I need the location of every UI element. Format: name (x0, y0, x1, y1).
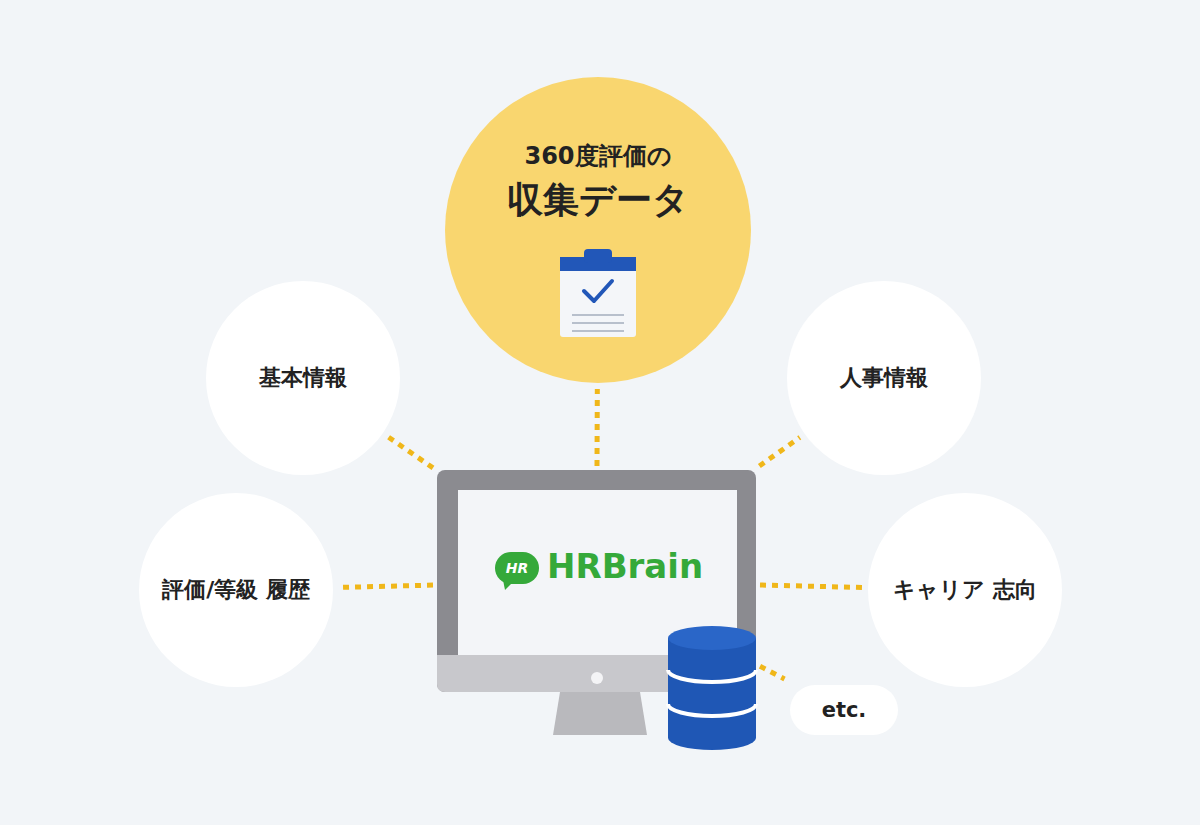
circle-label: 基本情報 (259, 362, 347, 394)
info-circle: 人事情報 (787, 281, 981, 475)
clipboard-icon (556, 245, 640, 341)
info-circle: 評価/等級 履歴 (139, 493, 333, 687)
dotted-connector (760, 585, 862, 587)
etc-label: etc. (822, 695, 867, 725)
dotted-connector (388, 437, 433, 468)
logo-mark: HR (506, 558, 529, 578)
info-circle: 基本情報 (206, 281, 400, 475)
info-circle: キャリア 志向 (868, 493, 1062, 687)
heading: 収集データ (507, 174, 689, 226)
dotted-connector (760, 666, 785, 679)
logo-text: HRBrain (547, 546, 703, 587)
highlight-circle: 360度評価の収集データ (445, 77, 751, 383)
circle-label: キャリア 志向 (893, 574, 1037, 606)
etc-pill: etc. (790, 685, 898, 735)
circle-label: 評価/等級 履歴 (162, 574, 310, 606)
monitor: HR HRBrain (437, 470, 756, 692)
logo-bubble: HR (495, 552, 539, 584)
dotted-connector (339, 585, 433, 587)
circle-label: 人事情報 (840, 362, 928, 394)
bubble-tail (503, 580, 515, 590)
dotted-connector (596, 389, 597, 466)
database-icon (668, 626, 756, 750)
dotted-connector (759, 437, 799, 466)
monitor-stand (553, 692, 647, 735)
subheading: 360度評価の (524, 139, 671, 174)
